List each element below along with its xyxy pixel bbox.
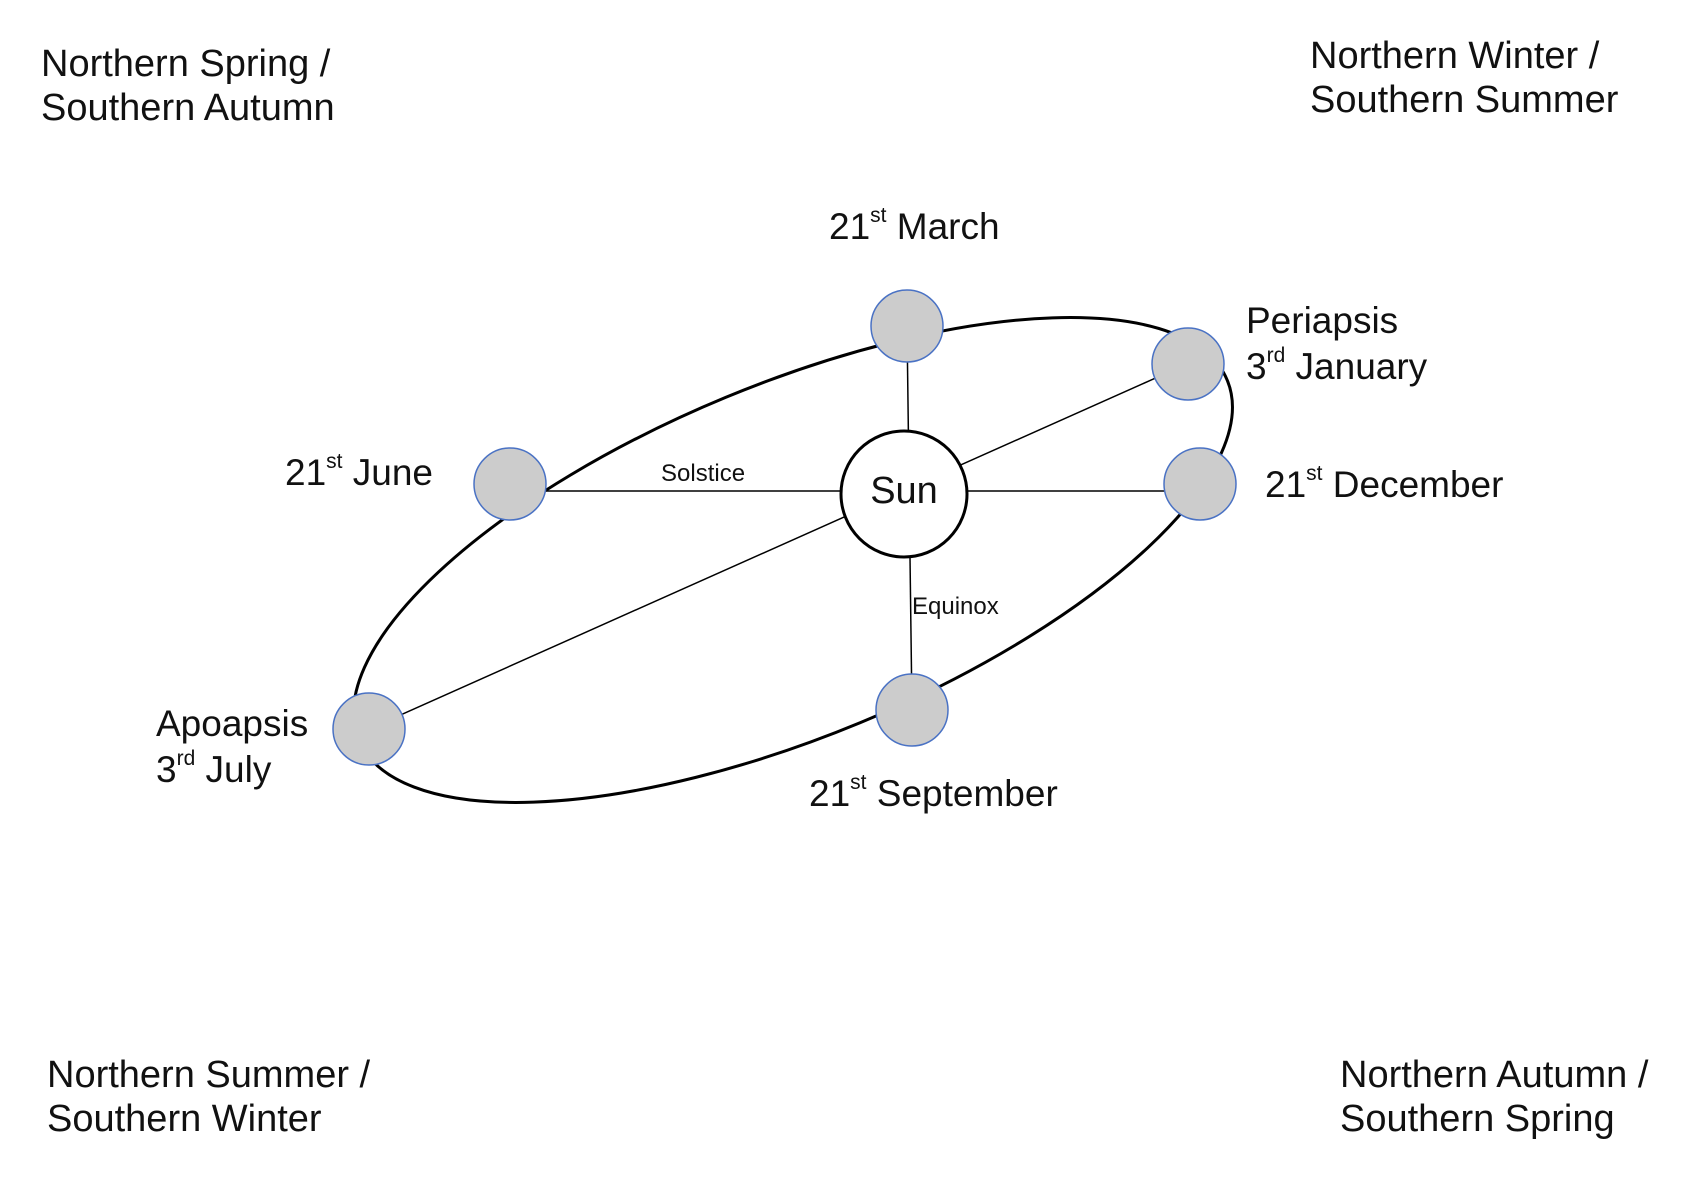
solstice-label: Solstice [661, 460, 746, 487]
season-bottom-left: Northern Summer / Southern Winter [47, 1053, 370, 1141]
periapsis-month: January [1295, 346, 1428, 387]
december-label: 21st December [1265, 462, 1503, 508]
march-suffix: st [870, 204, 887, 227]
apoapsis-label: Apoapsis 3rd July [156, 701, 308, 793]
season-bottom-right-line1: Northern Autumn / [1340, 1054, 1649, 1096]
apoapsis-month: July [205, 749, 272, 790]
sun-circle [839, 429, 969, 559]
planet-june [473, 447, 547, 521]
apoapsis-day: 3 [156, 749, 177, 790]
september-suffix: st [850, 771, 867, 794]
season-top-right-line2: Southern Summer [1310, 79, 1619, 121]
december-month: December [1332, 464, 1504, 505]
season-bottom-right-line2: Southern Spring [1340, 1098, 1615, 1140]
season-top-left: Northern Spring / Southern Autumn [41, 42, 335, 130]
september-month: September [876, 773, 1058, 814]
apoapsis-date: 3rd July [156, 747, 308, 793]
season-bottom-right: Northern Autumn / Southern Spring [1340, 1053, 1648, 1141]
june-suffix: st [326, 450, 343, 473]
december-suffix: st [1306, 462, 1323, 485]
june-date: 21st June [285, 450, 433, 496]
planet-march [870, 289, 944, 363]
march-date: 21st March [829, 204, 1000, 250]
march-label: 21st March [829, 204, 1000, 250]
june-month: June [352, 452, 434, 493]
planet-periapsis [1151, 327, 1225, 401]
september-date: 21st September [809, 771, 1058, 817]
equinox-label: Equinox [912, 593, 999, 620]
planet-apoapsis [332, 692, 406, 766]
orbit-ellipse [352, 316, 1234, 804]
apoapsis-suffix: rd [176, 747, 196, 770]
september-day: 21 [809, 773, 851, 814]
september-label: 21st September [809, 771, 1058, 817]
june-label: 21st June [285, 450, 433, 496]
june-day: 21 [285, 452, 327, 493]
periapsis-title: Periapsis [1246, 300, 1399, 341]
periapsis-suffix: rd [1266, 344, 1286, 367]
season-top-right-line1: Northern Winter / [1310, 35, 1600, 77]
apsides-line [368, 363, 1188, 730]
apoapsis-title: Apoapsis [156, 703, 309, 744]
season-bottom-left-line2: Southern Winter [47, 1098, 322, 1140]
planet-december [1163, 447, 1237, 521]
december-day: 21 [1265, 464, 1307, 505]
planet-september [875, 673, 949, 747]
season-top-right: Northern Winter / Southern Summer [1310, 34, 1618, 122]
march-month: March [896, 206, 1000, 247]
periapsis-label: Periapsis 3rd January [1246, 298, 1427, 390]
season-top-left-line1: Northern Spring / [41, 43, 331, 85]
season-top-left-line2: Southern Autumn [41, 87, 335, 129]
december-date: 21st December [1265, 462, 1503, 508]
sun-label: Sun [870, 470, 938, 512]
periapsis-date: 3rd January [1246, 344, 1427, 390]
periapsis-day: 3 [1246, 346, 1267, 387]
march-day: 21 [829, 206, 871, 247]
season-bottom-left-line1: Northern Summer / [47, 1054, 371, 1096]
